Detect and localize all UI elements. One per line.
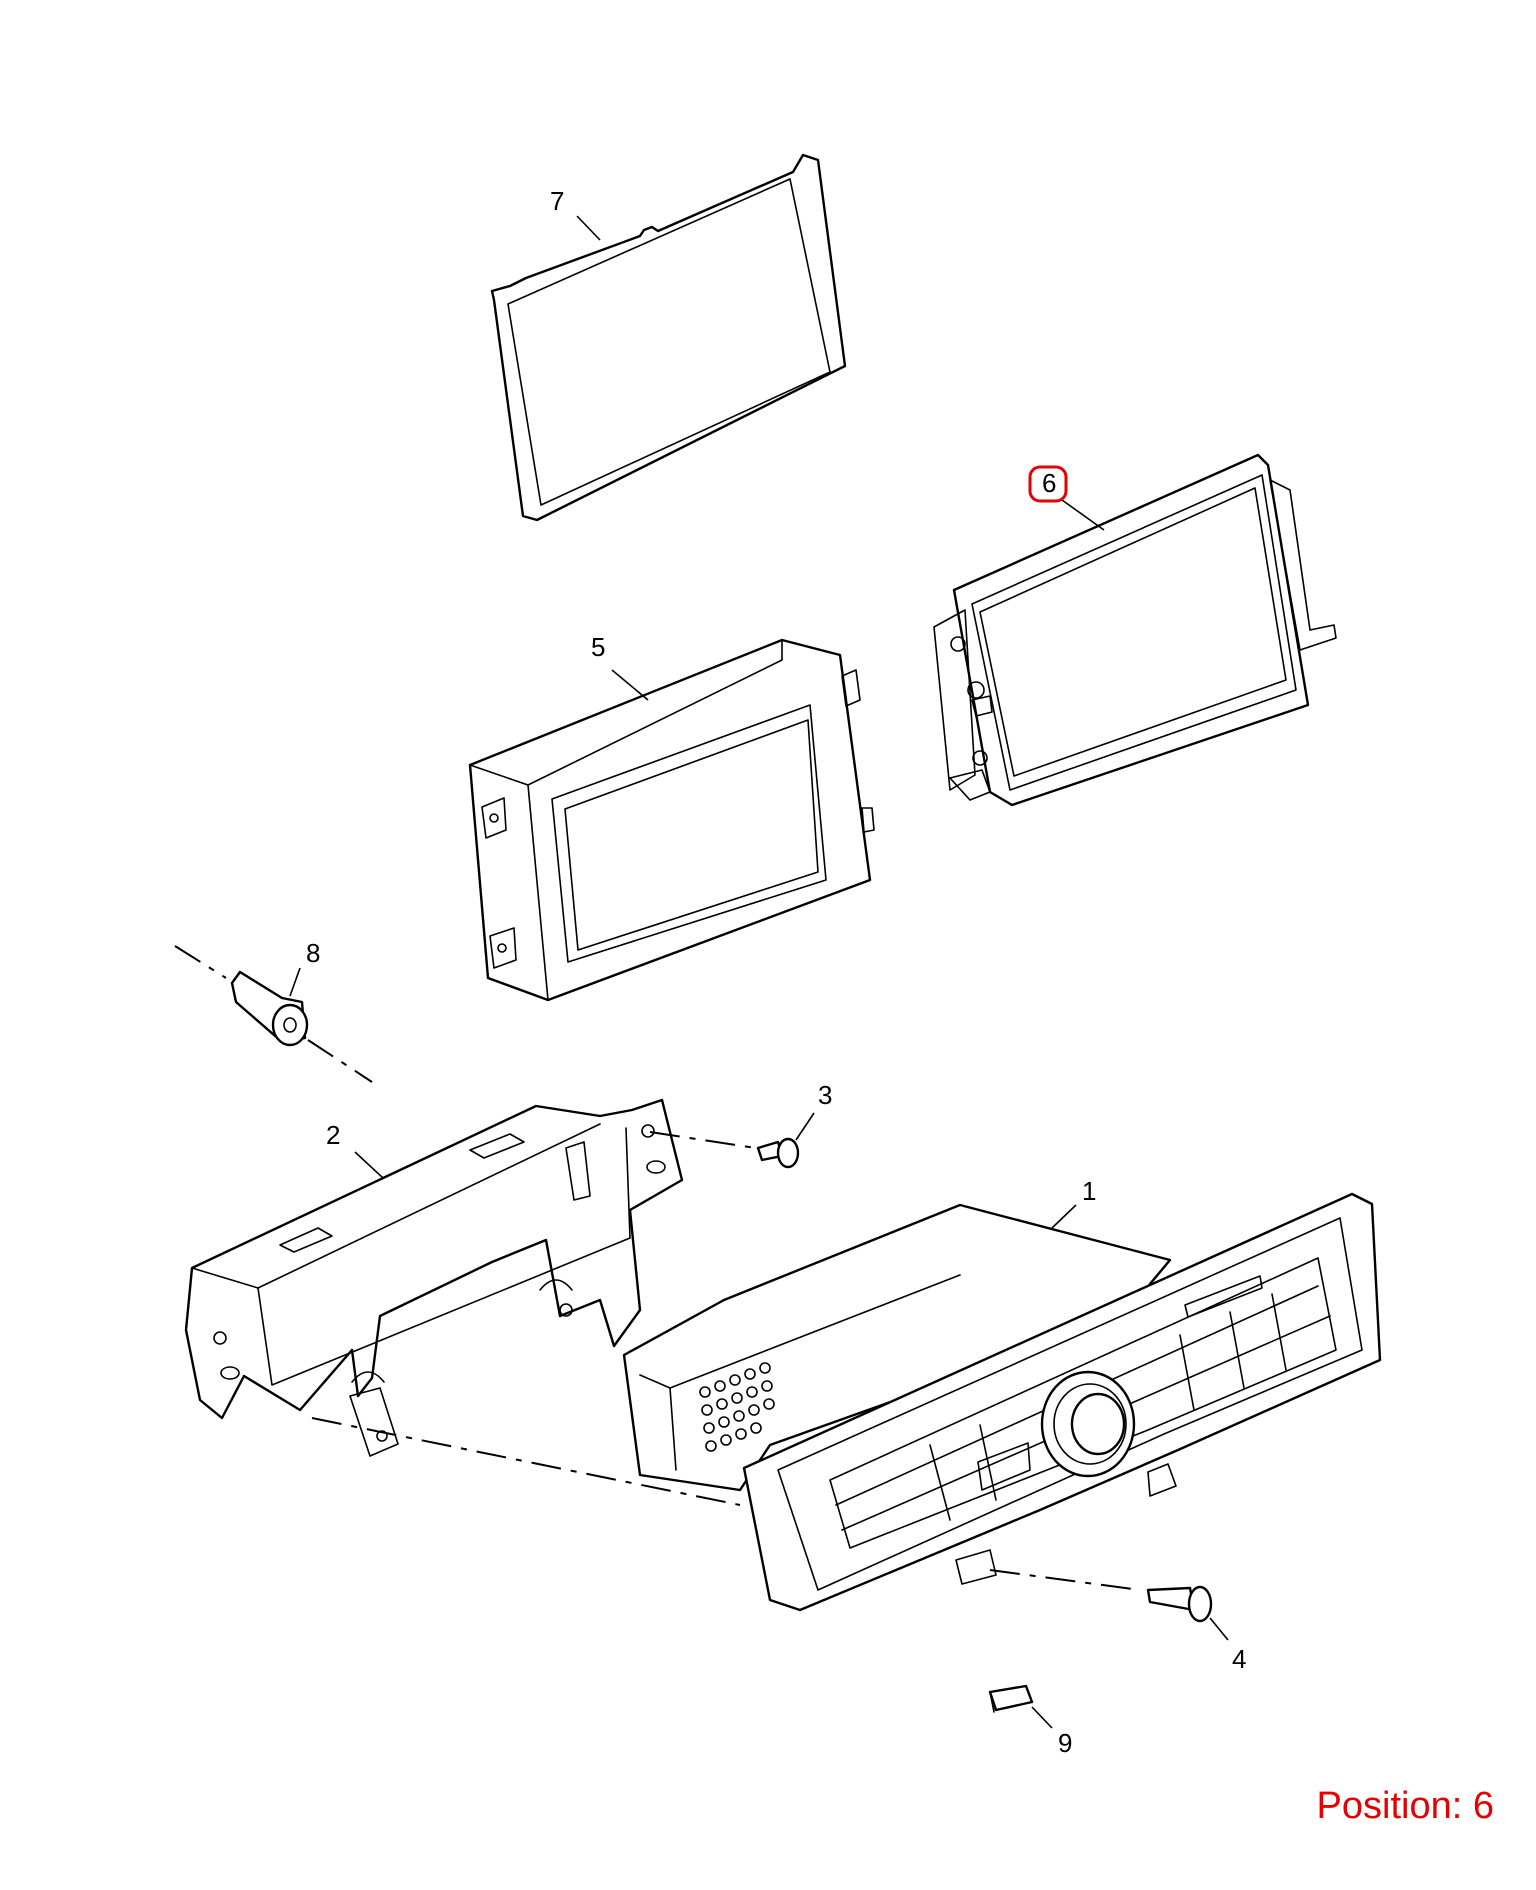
part-1-head-unit [622, 1192, 1382, 1612]
callout-6[interactable]: 6 [1042, 468, 1056, 498]
leader-line-4 [1209, 1617, 1229, 1641]
part-3-bolt [649, 1131, 800, 1169]
part-8-pin [174, 945, 373, 1083]
callout-1[interactable]: 1 [1082, 1176, 1096, 1206]
part-6-display [933, 453, 1337, 807]
leader-line-2 [354, 1151, 384, 1179]
leader-line-5 [611, 669, 649, 701]
position-label: Position: 6 [1316, 1785, 1494, 1827]
callout-5[interactable]: 5 [591, 632, 605, 662]
assembly-axis-line [311, 1417, 741, 1506]
callout-8[interactable]: 8 [306, 938, 320, 968]
leader-line-3 [795, 1112, 815, 1141]
part-5-unit [468, 638, 875, 1002]
leader-line-1 [1051, 1204, 1077, 1229]
leader-line-7 [576, 215, 601, 241]
leader-line-6 [1061, 499, 1105, 531]
part-9-clip [988, 1684, 1034, 1713]
leader-line-9 [1031, 1706, 1053, 1729]
part-7-frame [490, 153, 847, 522]
callout-7[interactable]: 7 [550, 186, 564, 216]
callout-9[interactable]: 9 [1058, 1728, 1072, 1758]
part-4-screw [989, 1569, 1213, 1623]
callout-2[interactable]: 2 [326, 1120, 340, 1150]
callout-6-highlight-box [1028, 465, 1068, 503]
part-2-bracket [184, 1098, 684, 1457]
callout-4[interactable]: 4 [1232, 1644, 1246, 1674]
leader-line-8 [289, 967, 301, 997]
callout-3[interactable]: 3 [818, 1080, 832, 1110]
vent-grille [699, 1362, 775, 1452]
